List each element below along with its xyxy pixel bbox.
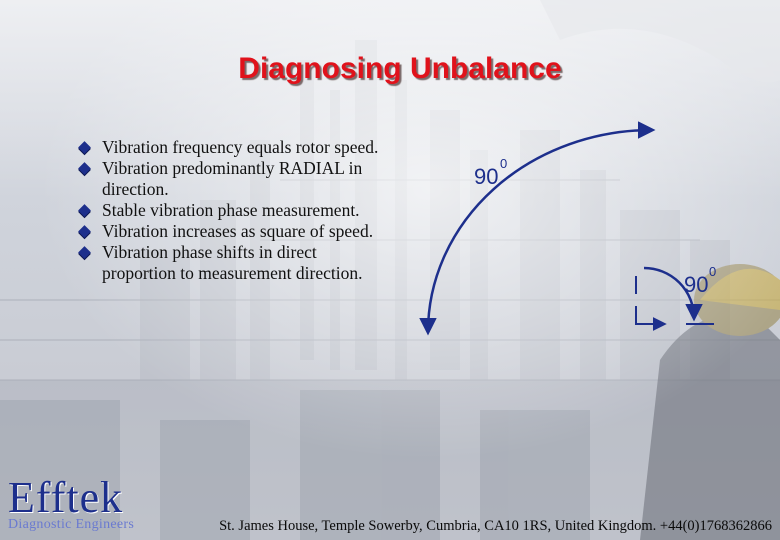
footer-address: St. James House, Temple Sowerby, Cumbria…: [219, 518, 772, 534]
logo-wordmark: Efftek: [8, 473, 124, 522]
bullet-item: Vibration phase shifts in direct proport…: [78, 242, 388, 284]
bullet-text: Stable vibration phase measurement.: [102, 200, 360, 220]
small-angle-label: 90: [684, 272, 708, 297]
bullet-text: Vibration increases as square of speed.: [102, 221, 374, 241]
logo-tagline: Diagnostic Engineers: [8, 517, 135, 532]
bullet-text: Vibration frequency equals rotor speed.: [102, 137, 379, 157]
bullet-item: Vibration frequency equals rotor speed.: [78, 137, 388, 158]
small-angle-degree-sup: 0: [709, 264, 716, 279]
bullet-text: Vibration phase shifts in direct proport…: [102, 242, 363, 283]
large-angle-label: 90: [474, 164, 498, 189]
large-angle-degree-sup: 0: [500, 156, 507, 171]
bullet-list: Vibration frequency equals rotor speed. …: [78, 137, 388, 284]
company-logo: Efftek Diagnostic Engineers: [8, 476, 134, 532]
horizontal-axis-arrow: [635, 306, 667, 331]
bullet-item: Stable vibration phase measurement.: [78, 200, 388, 221]
bullet-item: Vibration predominantly RADIAL in direct…: [78, 158, 388, 200]
small-phase-arc: [643, 266, 703, 322]
slide-title: Diagnosing Unbalance: [238, 52, 562, 85]
bullet-text: Vibration predominantly RADIAL in direct…: [102, 158, 363, 199]
bullet-item: Vibration increases as square of speed.: [78, 221, 388, 242]
large-phase-arc: [419, 121, 656, 336]
